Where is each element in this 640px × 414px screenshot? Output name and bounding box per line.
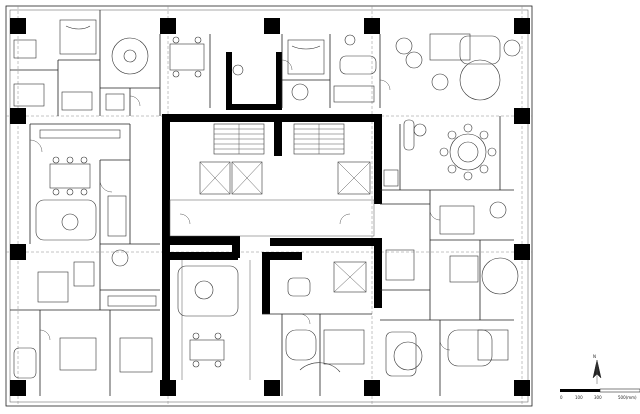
bath xyxy=(61,91,93,111)
scale-bar-segment xyxy=(560,389,600,392)
column xyxy=(264,18,280,34)
bed xyxy=(59,337,97,371)
furniture-sc xyxy=(177,265,365,373)
building-envelope xyxy=(5,5,533,407)
furniture-nc xyxy=(287,34,377,103)
dining-table xyxy=(169,43,205,71)
elevator-1 xyxy=(199,161,231,195)
column xyxy=(364,380,380,396)
round-lounge xyxy=(111,37,149,75)
scale-tick: 0 xyxy=(560,395,563,400)
sofa xyxy=(339,55,377,75)
elevator-2 xyxy=(231,161,263,195)
furniture-se xyxy=(385,201,519,377)
scale-tick: 300 xyxy=(594,395,602,400)
column xyxy=(160,380,176,396)
bed xyxy=(59,19,97,55)
scale-bar-segment xyxy=(599,388,640,393)
round-table xyxy=(459,59,501,101)
stair-west xyxy=(213,123,265,155)
bath xyxy=(287,277,311,297)
elevator-4 xyxy=(333,261,367,293)
column xyxy=(10,244,26,260)
sofa xyxy=(35,199,97,241)
bath xyxy=(13,347,37,379)
lounge xyxy=(177,265,239,317)
bed xyxy=(477,329,509,361)
scale-tick: 100 xyxy=(575,395,583,400)
north-arrow-letter: N xyxy=(593,354,596,359)
tub xyxy=(393,341,423,371)
dining-table xyxy=(49,163,91,189)
column xyxy=(10,18,26,34)
dining-round-table xyxy=(449,133,487,171)
furniture-sw xyxy=(13,249,157,379)
furniture-east-dining xyxy=(383,119,497,187)
desk xyxy=(13,39,37,59)
elevator-3 xyxy=(337,161,371,195)
column xyxy=(160,18,176,34)
furniture-nw xyxy=(13,19,244,111)
sofa xyxy=(429,33,471,61)
scale-bar: 0 100 300 500(mm) xyxy=(560,388,640,400)
column xyxy=(514,108,530,124)
furniture-ne xyxy=(395,33,521,101)
partitions xyxy=(10,10,514,396)
bed xyxy=(119,337,153,373)
desk xyxy=(385,249,415,281)
scale-tick: 500(mm) xyxy=(618,395,637,400)
column xyxy=(10,380,26,396)
bed xyxy=(323,329,365,365)
door-swings xyxy=(29,59,451,351)
kitchen-counter xyxy=(39,129,121,139)
dining-table xyxy=(189,339,225,361)
column xyxy=(10,108,26,124)
column xyxy=(514,380,530,396)
vertical-circulation xyxy=(169,123,375,293)
stair-east xyxy=(293,123,345,155)
column xyxy=(514,18,530,34)
bed xyxy=(37,271,69,303)
central-core xyxy=(162,52,382,382)
bed xyxy=(287,39,325,75)
column xyxy=(514,244,530,260)
north-arrow: N xyxy=(592,354,602,384)
furniture-west-living xyxy=(35,129,127,241)
column xyxy=(264,380,280,396)
bath xyxy=(449,255,479,283)
lift-lobby xyxy=(169,199,375,237)
round-lounge xyxy=(481,257,519,295)
sofa xyxy=(447,329,493,367)
column xyxy=(364,18,380,34)
wc xyxy=(232,64,244,76)
structural-columns xyxy=(10,18,530,396)
